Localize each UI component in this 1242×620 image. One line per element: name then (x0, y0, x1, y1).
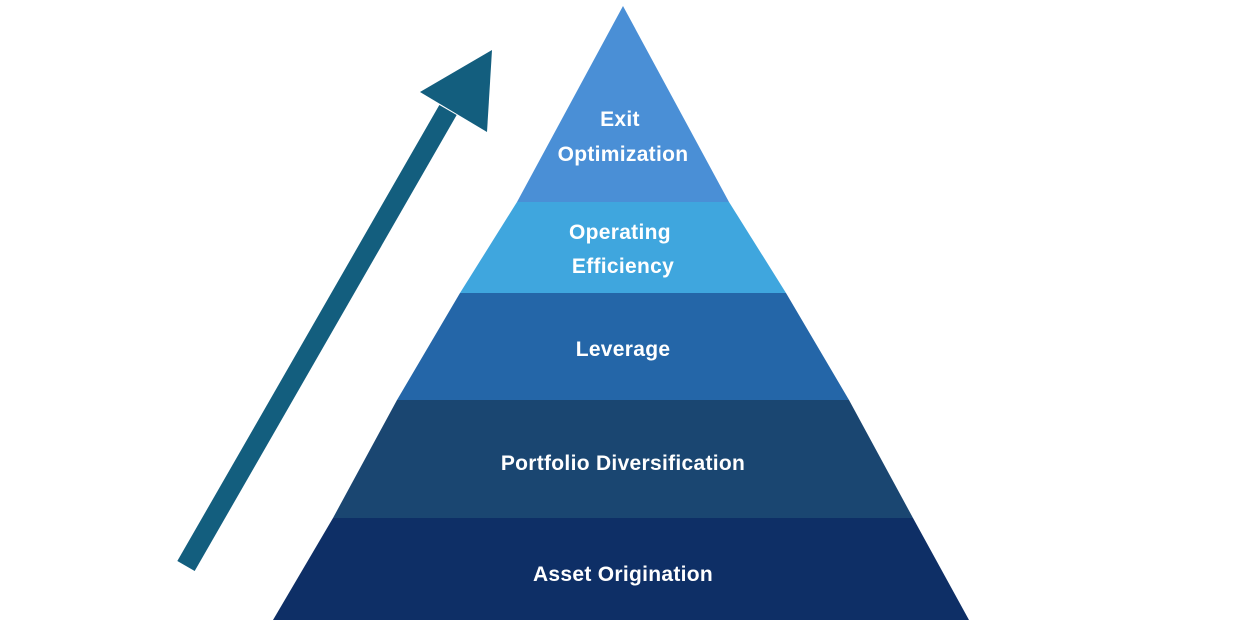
label-line: Efficiency (572, 255, 674, 278)
tier-operating-efficiency (460, 202, 786, 293)
label-line: Portfolio Diversification (501, 452, 745, 475)
tier-leverage (397, 293, 849, 400)
tier-operating-efficiency-label: Operating Efficiency (569, 221, 677, 278)
pyramid: Exit Optimization Operating Efficiency L… (273, 6, 969, 620)
tier-portfolio-diversification-label: Portfolio Diversification (501, 452, 745, 475)
tier-asset-origination (273, 518, 969, 620)
tier-exit-optimization-label: Exit Optimization (558, 108, 689, 166)
label-line: Operating (569, 221, 671, 244)
tier-leverage-label: Leverage (576, 338, 671, 361)
growth-arrow-shaft (177, 105, 457, 571)
tier-asset-origination-label: Asset Origination (533, 563, 713, 586)
tier-exit-optimization (517, 6, 729, 202)
tier-portfolio-diversification (333, 400, 913, 518)
label-line: Leverage (576, 338, 671, 361)
growth-arrow-head (420, 50, 492, 132)
growth-arrow (177, 50, 492, 571)
label-line: Asset Origination (533, 563, 713, 586)
label-line: Exit (600, 108, 640, 131)
label-line: Optimization (558, 143, 689, 166)
